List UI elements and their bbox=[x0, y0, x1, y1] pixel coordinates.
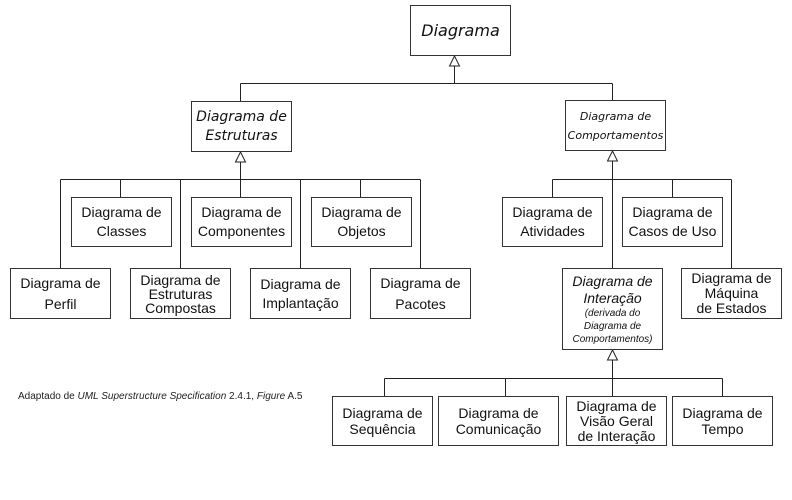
box-diagrama-perfil: Diagrama de Perfil bbox=[10, 268, 111, 319]
box-label: Diagrama de bbox=[260, 275, 341, 292]
box-label: Diagrama de bbox=[342, 405, 423, 421]
box-diagrama-casos-de-uso: Diagrama de Casos de Uso bbox=[622, 197, 723, 247]
box-label: Classes bbox=[96, 223, 147, 239]
box-label: Tempo bbox=[701, 421, 744, 437]
caption-title: UML Superstructure Specification bbox=[77, 391, 227, 402]
box-diagrama-implantacao: Diagrama de Implantação bbox=[250, 268, 351, 319]
box-label: Sequência bbox=[349, 421, 416, 437]
box-label: Diagrama de bbox=[579, 109, 652, 123]
box-label: Casos de Uso bbox=[628, 223, 717, 239]
box-label: Atividades bbox=[520, 223, 585, 239]
box-label: Diagrama de bbox=[458, 405, 539, 421]
caption-text: Adaptado de bbox=[18, 391, 78, 402]
box-diagrama: Diagrama bbox=[410, 5, 511, 56]
box-label: Diagrama de bbox=[196, 108, 287, 125]
box-label: Diagrama bbox=[421, 21, 500, 40]
box-label: Diagrama de bbox=[140, 271, 221, 288]
box-label: Comportamentos bbox=[567, 128, 664, 142]
connector-estruturas bbox=[60, 162, 421, 268]
box-label: Visão Geral bbox=[580, 412, 653, 429]
box-label: Diagrama de bbox=[572, 272, 653, 289]
box-label: Diagrama de bbox=[201, 204, 282, 220]
box-label: Máquina bbox=[704, 285, 759, 301]
box-note: Diagrama de bbox=[583, 320, 642, 332]
connector-root bbox=[240, 66, 613, 101]
box-diagrama-componentes: Diagrama de Componentes bbox=[191, 197, 292, 247]
generalization-arrow-icon bbox=[606, 348, 619, 361]
box-label: Diagrama de bbox=[81, 204, 162, 220]
box-label: Pacotes bbox=[395, 295, 446, 312]
box-label: Diagrama de bbox=[682, 405, 763, 421]
generalization-arrow-icon bbox=[234, 150, 247, 163]
box-diagrama-classes: Diagrama de Classes bbox=[71, 197, 172, 247]
box-diagrama-comportamentos: Diagrama de Comportamentos bbox=[565, 100, 666, 151]
box-label: Diagrama de bbox=[632, 204, 713, 220]
box-label: Diagrama de bbox=[512, 204, 593, 220]
box-label: Implantação bbox=[262, 294, 339, 311]
generalization-arrow-icon bbox=[606, 149, 619, 162]
box-label: Perfil bbox=[44, 295, 77, 312]
box-diagrama-estruturas: Diagrama de Estruturas bbox=[191, 101, 292, 152]
box-label: Diagrama de bbox=[380, 274, 461, 291]
box-label: Diagrama de bbox=[321, 204, 402, 220]
box-label: Diagrama de bbox=[691, 270, 772, 286]
source-caption: Adaptado de UML Superstructure Specifica… bbox=[18, 391, 302, 402]
box-diagrama-objetos: Diagrama de Objetos bbox=[311, 197, 412, 247]
box-note: Comportamentos) bbox=[572, 333, 653, 345]
box-label: Interação bbox=[583, 289, 642, 306]
caption-figure-word: Figure bbox=[256, 391, 286, 402]
box-label: Compostas bbox=[145, 299, 216, 316]
box-label: Objetos bbox=[337, 223, 386, 239]
caption-text: A.5 bbox=[285, 391, 303, 402]
box-label: de Interação bbox=[577, 427, 656, 444]
box-label: Comunicação bbox=[455, 421, 542, 437]
generalization-arrow-icon bbox=[448, 54, 461, 67]
box-diagrama-pacotes: Diagrama de Pacotes bbox=[370, 268, 471, 319]
box-label: Estruturas bbox=[148, 285, 213, 302]
box-label: Diagrama de bbox=[20, 274, 101, 291]
box-diagrama-atividades: Diagrama de Atividades bbox=[502, 197, 603, 247]
box-note: (derivada do bbox=[584, 307, 641, 319]
box-label: de Estados bbox=[696, 300, 767, 316]
connector-interacao bbox=[384, 360, 723, 396]
box-label: Diagrama de bbox=[576, 397, 657, 414]
box-label: Componentes bbox=[197, 223, 286, 239]
connector-comportamentos bbox=[552, 161, 732, 268]
caption-text: 2.4.1, bbox=[226, 391, 257, 402]
box-label: Estruturas bbox=[205, 127, 278, 144]
box-diagrama-interacao: Diagrama de Interação (derivada do Diagr… bbox=[562, 268, 663, 350]
